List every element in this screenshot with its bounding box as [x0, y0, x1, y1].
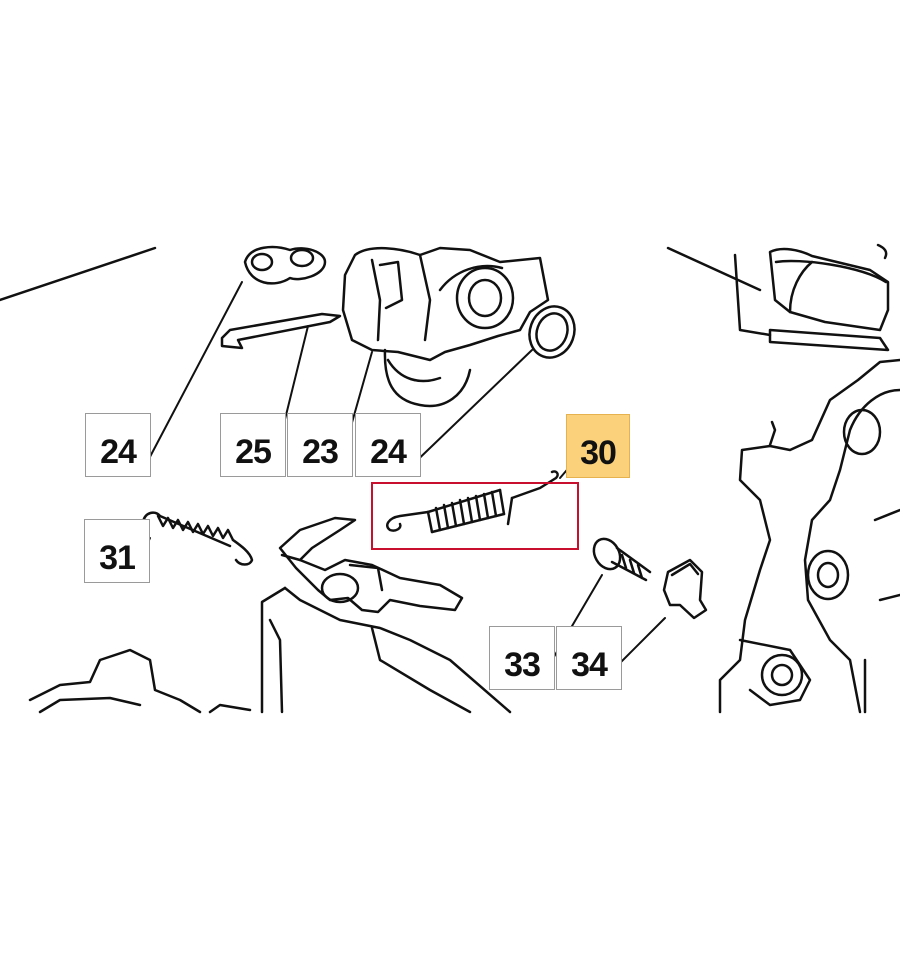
part-label-33[interactable]: 33: [489, 626, 555, 690]
lower-housing: [260, 586, 512, 714]
part-label-31[interactable]: 31: [84, 519, 150, 583]
part-label-30[interactable]: 30: [566, 414, 630, 478]
governor-lever: [278, 516, 464, 614]
part-label-25[interactable]: 25: [220, 413, 286, 477]
carburetor-gasket-left: [243, 245, 327, 285]
selected-part-highlight-box: [371, 482, 579, 550]
air-filter-housing: [733, 243, 890, 352]
engine-block: [718, 358, 900, 714]
frame-lines: [0, 246, 762, 302]
part-label-34[interactable]: 34: [556, 626, 622, 690]
o-ring-gasket: [528, 305, 576, 359]
part-label-24-left[interactable]: 24: [85, 413, 151, 477]
choke-link-rod: [220, 312, 342, 350]
self-tapping-screw: [592, 537, 652, 582]
throttle-return-spring: [386, 470, 559, 534]
part-label-23[interactable]: 23: [287, 413, 353, 477]
part-label-24-right[interactable]: 24: [355, 413, 421, 477]
retaining-clip: [662, 558, 708, 620]
governor-spring: [141, 511, 254, 566]
carburetor: [341, 246, 550, 408]
mounting-bracket: [28, 648, 252, 714]
